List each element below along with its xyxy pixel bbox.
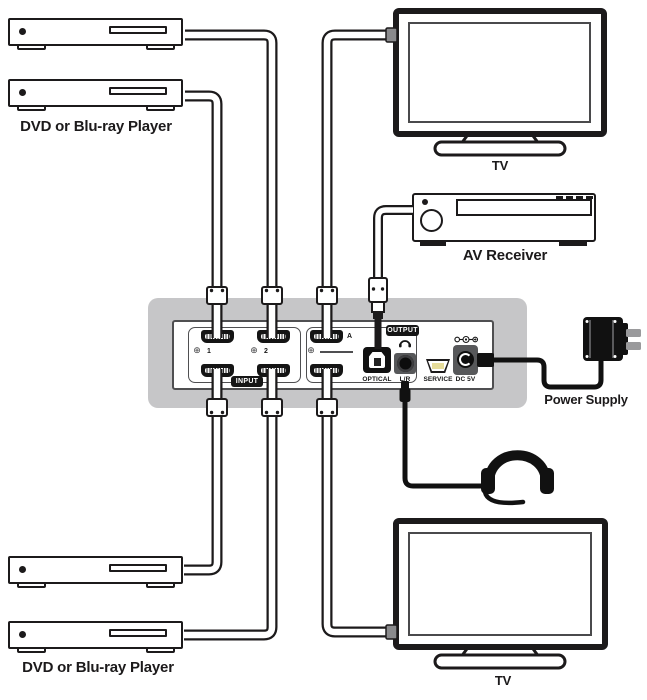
receiver-display bbox=[456, 199, 592, 216]
headphone-icon bbox=[399, 340, 411, 348]
power-led-icon bbox=[19, 28, 26, 35]
input-2-label: 2 bbox=[264, 348, 268, 355]
input-badge: INPUT bbox=[231, 376, 263, 387]
hdmi-cable-top-source-1 bbox=[185, 29, 278, 338]
power-led-icon bbox=[422, 199, 428, 205]
tv-screen bbox=[408, 22, 591, 123]
device-foot bbox=[146, 44, 175, 50]
label-source-bottom: DVD or Blu-ray Player bbox=[22, 659, 174, 676]
label-tv-bottom: TV bbox=[494, 673, 512, 688]
device-foot bbox=[146, 582, 175, 588]
hdmi-cable-output-a-to-tv bbox=[321, 29, 390, 338]
output-badge: OUTPUT bbox=[386, 325, 419, 336]
tv-bottom bbox=[393, 518, 608, 670]
dvd-player-bottom-2 bbox=[8, 621, 183, 655]
group-divider bbox=[320, 351, 353, 353]
label-power-supply: Power Supply bbox=[544, 392, 628, 407]
av-receiver bbox=[412, 193, 602, 251]
device-foot bbox=[146, 647, 175, 653]
tv-screen bbox=[408, 532, 592, 636]
dvd-body bbox=[8, 18, 183, 46]
output-a-label: A bbox=[347, 333, 353, 340]
jack-ring bbox=[459, 353, 472, 366]
jack-hole bbox=[396, 355, 414, 372]
dvd-player-top-1 bbox=[8, 18, 183, 52]
power-led-icon bbox=[19, 89, 26, 96]
disc-tray bbox=[109, 87, 167, 95]
toslink-core bbox=[374, 358, 381, 366]
volume-knob bbox=[420, 209, 443, 232]
optical-port bbox=[363, 347, 391, 373]
hdmi-cable-top-source-2 bbox=[185, 90, 223, 338]
hdmi-connector-shells-top bbox=[206, 286, 338, 305]
tv-top bbox=[393, 8, 607, 157]
vent-dash bbox=[556, 196, 563, 199]
optical-label: OPTICAL bbox=[362, 376, 392, 383]
hdmi-connector-shells-bottom bbox=[206, 398, 338, 417]
audio-lr-jack bbox=[394, 353, 416, 374]
dc-label: DC 5V bbox=[455, 376, 476, 383]
device-foot bbox=[17, 44, 46, 50]
lr-label: L/R bbox=[399, 376, 411, 383]
usb-pins bbox=[432, 363, 444, 369]
label-tv-top: TV bbox=[491, 158, 509, 173]
vent-dash bbox=[576, 196, 583, 199]
disc-tray bbox=[109, 629, 167, 637]
dc-power-jack bbox=[453, 345, 478, 375]
headphone-cable bbox=[399, 381, 487, 489]
dvd-player-bottom-1 bbox=[8, 556, 183, 590]
device-foot bbox=[17, 582, 46, 588]
power-led-icon bbox=[19, 631, 26, 638]
disc-tray bbox=[109, 26, 167, 34]
device-foot bbox=[420, 241, 446, 246]
disc-tray bbox=[109, 564, 167, 572]
input-1-label: 1 bbox=[207, 348, 211, 355]
service-label: SERVICE bbox=[423, 376, 453, 383]
label-av-receiver: AV Receiver bbox=[462, 247, 548, 264]
hdmi-cable-bottom-source-2 bbox=[184, 369, 278, 641]
vent-dash bbox=[566, 196, 573, 199]
hdmi-cable-bottom-source-1 bbox=[184, 369, 223, 576]
power-led-icon bbox=[19, 566, 26, 573]
service-usb-port bbox=[426, 359, 450, 373]
power-supply bbox=[583, 317, 641, 361]
dvd-player-top-2 bbox=[8, 79, 183, 113]
tv-frame bbox=[393, 518, 608, 650]
toslink-connector bbox=[368, 277, 388, 349]
tv-frame bbox=[393, 8, 607, 137]
power-cable bbox=[477, 353, 604, 390]
usb-opening bbox=[428, 361, 448, 371]
vent-dash bbox=[586, 196, 593, 199]
device-foot bbox=[17, 105, 46, 111]
receiver-body bbox=[412, 193, 596, 242]
hdmi-cable-output-b-to-tv bbox=[321, 369, 390, 638]
dc-polarity-icon bbox=[454, 335, 479, 344]
device-foot bbox=[17, 647, 46, 653]
dvd-body bbox=[8, 79, 183, 107]
optical-cable-to-receiver bbox=[373, 205, 413, 300]
dvd-body bbox=[8, 556, 183, 584]
tv-top-plug bbox=[385, 27, 398, 43]
device-foot bbox=[146, 105, 175, 111]
tv-bottom-plug bbox=[385, 624, 398, 640]
device-foot bbox=[559, 241, 587, 246]
dvd-body bbox=[8, 621, 183, 649]
label-source-top: DVD or Blu-ray Player bbox=[20, 118, 172, 135]
headphones-icon bbox=[481, 450, 554, 506]
